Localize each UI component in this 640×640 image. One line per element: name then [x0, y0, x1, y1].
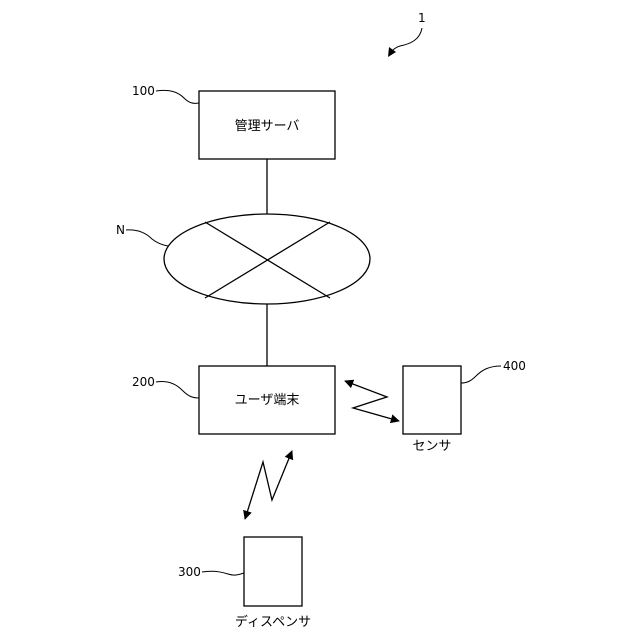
network-node: [164, 214, 370, 304]
sensor-label: センサ: [412, 439, 451, 454]
sensor-node: センサ: [403, 366, 461, 454]
dispenser-ref: 300: [178, 565, 201, 579]
dispenser-box: [244, 537, 302, 606]
management-server-label: 管理サーバ: [235, 119, 300, 134]
network-ref: N: [116, 223, 125, 237]
sensor-leader: [461, 366, 501, 383]
terminal-sensor-wireless-link: [345, 381, 399, 421]
management-server-ref: 100: [132, 84, 155, 98]
sensor-box: [403, 366, 461, 434]
terminal-dispenser-wireless-link: [245, 451, 292, 519]
figure-ref-leader: [390, 28, 422, 54]
user-terminal-leader: [156, 381, 199, 398]
user-terminal-node: ユーザ端末: [199, 366, 335, 434]
figure-ref-label: 1: [418, 11, 426, 25]
dispenser-label: ディスペンサ: [235, 614, 311, 630]
dispenser-leader: [202, 571, 244, 575]
user-terminal-ref: 200: [132, 375, 155, 389]
network-leader: [126, 230, 168, 246]
sensor-ref: 400: [503, 359, 526, 373]
user-terminal-label: ユーザ端末: [235, 393, 300, 408]
management-server-leader: [156, 90, 199, 103]
dispenser-node: ディスペンサ: [235, 537, 311, 630]
management-server-node: 管理サーバ: [199, 91, 335, 159]
